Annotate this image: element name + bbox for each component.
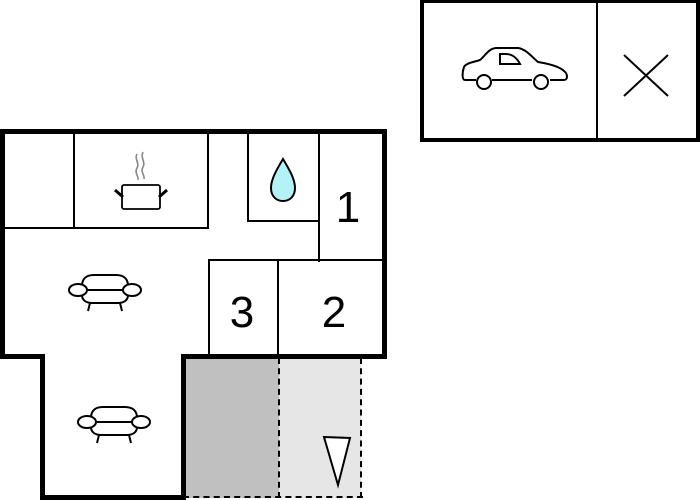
wall-pantry-kitchen	[73, 132, 75, 229]
wall-bath-left	[247, 132, 249, 222]
bedroom-2-label: 2	[321, 288, 347, 337]
wall-left-upper	[0, 129, 5, 358]
garage	[420, 0, 700, 142]
wall-left-lower	[40, 354, 45, 500]
water-drop-icon	[269, 157, 297, 203]
wall-top	[0, 129, 387, 134]
wall-bath-bottom	[247, 220, 320, 222]
compass-triangle-icon	[322, 435, 352, 489]
armchair-icon	[68, 274, 142, 312]
terrace-dashed-divider	[278, 358, 280, 498]
wall-step-left	[0, 354, 45, 359]
cooking-pot-icon	[114, 151, 168, 210]
wall-right	[382, 129, 387, 359]
wall-inner-right-lower	[181, 354, 186, 500]
wall-bed1-left	[318, 132, 320, 262]
wall-kitchen-bottom	[3, 227, 209, 229]
covered-terrace	[183, 358, 279, 498]
garage-right-edge	[696, 0, 700, 142]
cross-icon	[623, 54, 669, 97]
open-terrace	[279, 358, 361, 498]
wall-kitchen-right	[207, 132, 209, 229]
wall-step-right	[181, 354, 387, 359]
terrace-dashed-bottom	[183, 496, 363, 498]
terrace-dashed-right	[360, 358, 362, 498]
bedroom-1-label: 1	[335, 183, 361, 232]
wall-bedrooms-top	[208, 259, 384, 261]
garage-top-edge	[420, 0, 700, 3]
bedroom-3-label: 3	[229, 288, 255, 337]
wall-bed3-left	[208, 259, 210, 356]
wall-bottom	[40, 495, 186, 500]
armchair-icon	[77, 406, 151, 444]
car-icon	[461, 47, 568, 90]
garage-divider	[596, 0, 598, 140]
wall-bed3-bed2	[277, 259, 279, 356]
